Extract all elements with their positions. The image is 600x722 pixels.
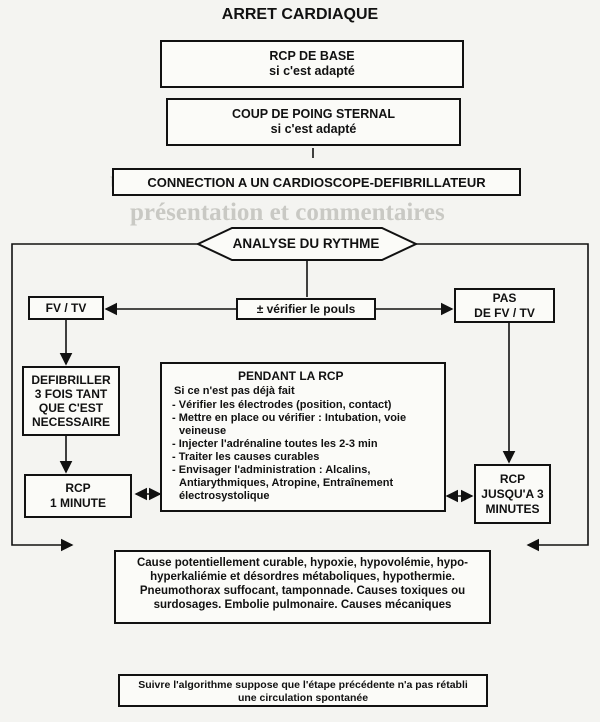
coup-de-poing-box: COUP DE POING STERNAL si c'est adapté xyxy=(166,98,461,146)
pendant-item: Vérifier les électrodes (position, conta… xyxy=(172,399,438,412)
analyse-label: ANALYSE DU RYTHME xyxy=(232,236,380,251)
fv-tv-label: FV / TV xyxy=(45,300,87,315)
background-ghost-text-2: présentation et commentaires xyxy=(130,199,445,226)
footnote-box: Suivre l'algorithme suppose que l'étape … xyxy=(118,674,488,707)
defibriller-line-4: NECESSAIRE xyxy=(31,415,111,429)
rcp-1-minute-line-2: 1 MINUTE xyxy=(49,496,106,510)
rcp-de-base-label: RCP DE BASE xyxy=(269,49,355,63)
diagram-title: ARRET CARDIAQUE xyxy=(221,6,379,23)
rcp-1-minute-box: RCP 1 MINUTE xyxy=(24,474,132,518)
pendant-item: Mettre en place ou vérifier : Intubation… xyxy=(172,412,438,438)
pendant-la-rcp-box: PENDANT LA RCP Si ce n'est pas déjà fait… xyxy=(160,362,446,512)
pendant-intro: Si ce n'est pas déjà fait xyxy=(174,385,295,397)
coup-de-poing-sub: si c'est adapté xyxy=(270,122,357,136)
rcp-de-base-box: RCP DE BASE si c'est adapté xyxy=(160,40,464,88)
connection-box: CONNECTION A UN CARDIOSCOPE-DEFIBRILLATE… xyxy=(112,168,521,196)
causes-text: Cause potentiellement curable, hypoxie, … xyxy=(136,557,469,611)
pendant-list: Vérifier les électrodes (position, conta… xyxy=(172,399,438,503)
fv-tv-box: FV / TV xyxy=(28,296,104,320)
defibriller-box: DEFIBRILLER 3 FOIS TANT QUE C'EST NECESS… xyxy=(22,366,120,436)
defibriller-line-3: QUE C'EST xyxy=(38,401,104,415)
rcp-3-minutes-line-2: JUSQU'A 3 xyxy=(481,486,544,501)
pendant-heading: PENDANT LA RCP xyxy=(238,369,344,383)
defibriller-line-1: DEFIBRILLER xyxy=(31,373,111,387)
pendant-item: Injecter l'adrénaline toutes les 2-3 min xyxy=(172,438,438,451)
pouls-label: ± vérifier le pouls xyxy=(256,301,356,316)
pendant-item: Envisager l'administration : Alcalins, A… xyxy=(172,464,438,503)
pouls-box: ± vérifier le pouls xyxy=(236,298,376,320)
rcp-de-base-sub: si c'est adapté xyxy=(269,64,355,78)
footnote-text: Suivre l'algorithme suppose que l'étape … xyxy=(138,679,468,704)
pendant-item: Traiter les causes curables xyxy=(172,451,438,464)
rcp-3-minutes-box: RCP JUSQU'A 3 MINUTES xyxy=(474,464,551,524)
defibriller-line-2: 3 FOIS TANT xyxy=(34,387,108,401)
pas-fv-tv-label-1: PAS xyxy=(492,290,517,305)
causes-box: Cause potentiellement curable, hypoxie, … xyxy=(114,550,491,624)
pas-fv-tv-label-2: DE FV / TV xyxy=(474,305,535,320)
coup-de-poing-label: COUP DE POING STERNAL xyxy=(232,107,395,121)
connection-label: CONNECTION A UN CARDIOSCOPE-DEFIBRILLATE… xyxy=(147,174,486,190)
rcp-3-minutes-line-1: RCP xyxy=(499,471,526,486)
rcp-3-minutes-line-3: MINUTES xyxy=(485,501,540,516)
rcp-1-minute-line-1: RCP xyxy=(65,481,91,495)
pas-fv-tv-box: PAS DE FV / TV xyxy=(454,288,555,323)
